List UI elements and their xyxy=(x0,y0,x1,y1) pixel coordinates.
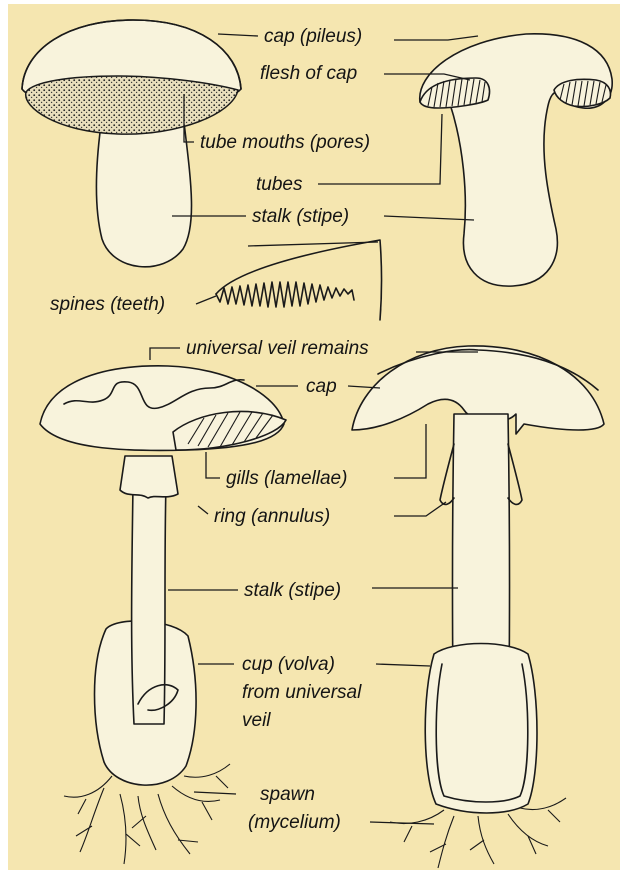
label-spawn: spawn xyxy=(260,784,315,805)
label-tubes: tubes xyxy=(256,174,303,195)
label-universal-veil-remains: universal veil remains xyxy=(186,338,369,359)
amanita-section-drawing xyxy=(352,346,604,813)
label-stalk-top: stalk (stipe) xyxy=(252,206,349,227)
label-cup-volva: cup (volva) xyxy=(242,654,335,675)
bolete-section-drawing xyxy=(420,34,612,286)
label-cup-from-universal: from universal xyxy=(242,682,362,703)
label-cup-veil: veil xyxy=(242,710,271,731)
label-tube-mouths: tube mouths (pores) xyxy=(200,132,370,153)
label-cap: cap xyxy=(306,376,337,397)
label-gills-lamellae: gills (lamellae) xyxy=(226,468,347,489)
label-flesh-of-cap: flesh of cap xyxy=(260,63,357,84)
mushroom-anatomy-diagram: cap (pileus) flesh of cap tube mouths (p… xyxy=(8,4,620,870)
diagram-canvas: cap (pileus) flesh of cap tube mouths (p… xyxy=(8,4,620,870)
label-cap-pileus: cap (pileus) xyxy=(264,26,362,47)
spines-fragment-drawing xyxy=(216,240,382,320)
label-ring-annulus: ring (annulus) xyxy=(214,506,330,527)
label-spines-teeth: spines (teeth) xyxy=(50,294,165,315)
label-stalk-bottom: stalk (stipe) xyxy=(244,580,341,601)
label-mycelium: (mycelium) xyxy=(248,812,341,833)
